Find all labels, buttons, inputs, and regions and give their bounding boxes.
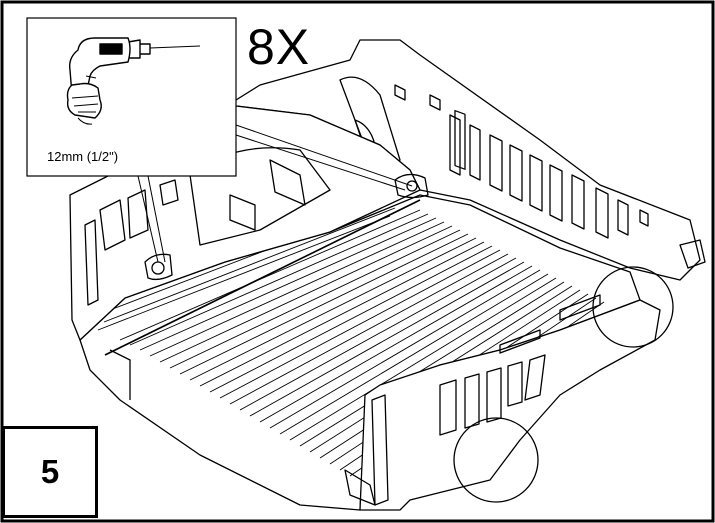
leader-line-left-2 — [147, 175, 166, 263]
leader-line-center-2 — [235, 134, 406, 191]
detail-circle-rear — [453, 417, 539, 503]
step-number: 5 — [40, 453, 60, 490]
step-number-box: 5 — [2, 426, 98, 518]
truck-bed-icon — [69, 39, 706, 511]
drill-size-label: 12mm (1/2") — [47, 149, 119, 164]
leader-line-center — [235, 124, 413, 187]
power-drill-icon — [66, 37, 201, 125]
quantity-label: 8X — [247, 19, 311, 75]
detail-circle-front — [592, 266, 674, 348]
leader-line-left — [137, 175, 159, 263]
